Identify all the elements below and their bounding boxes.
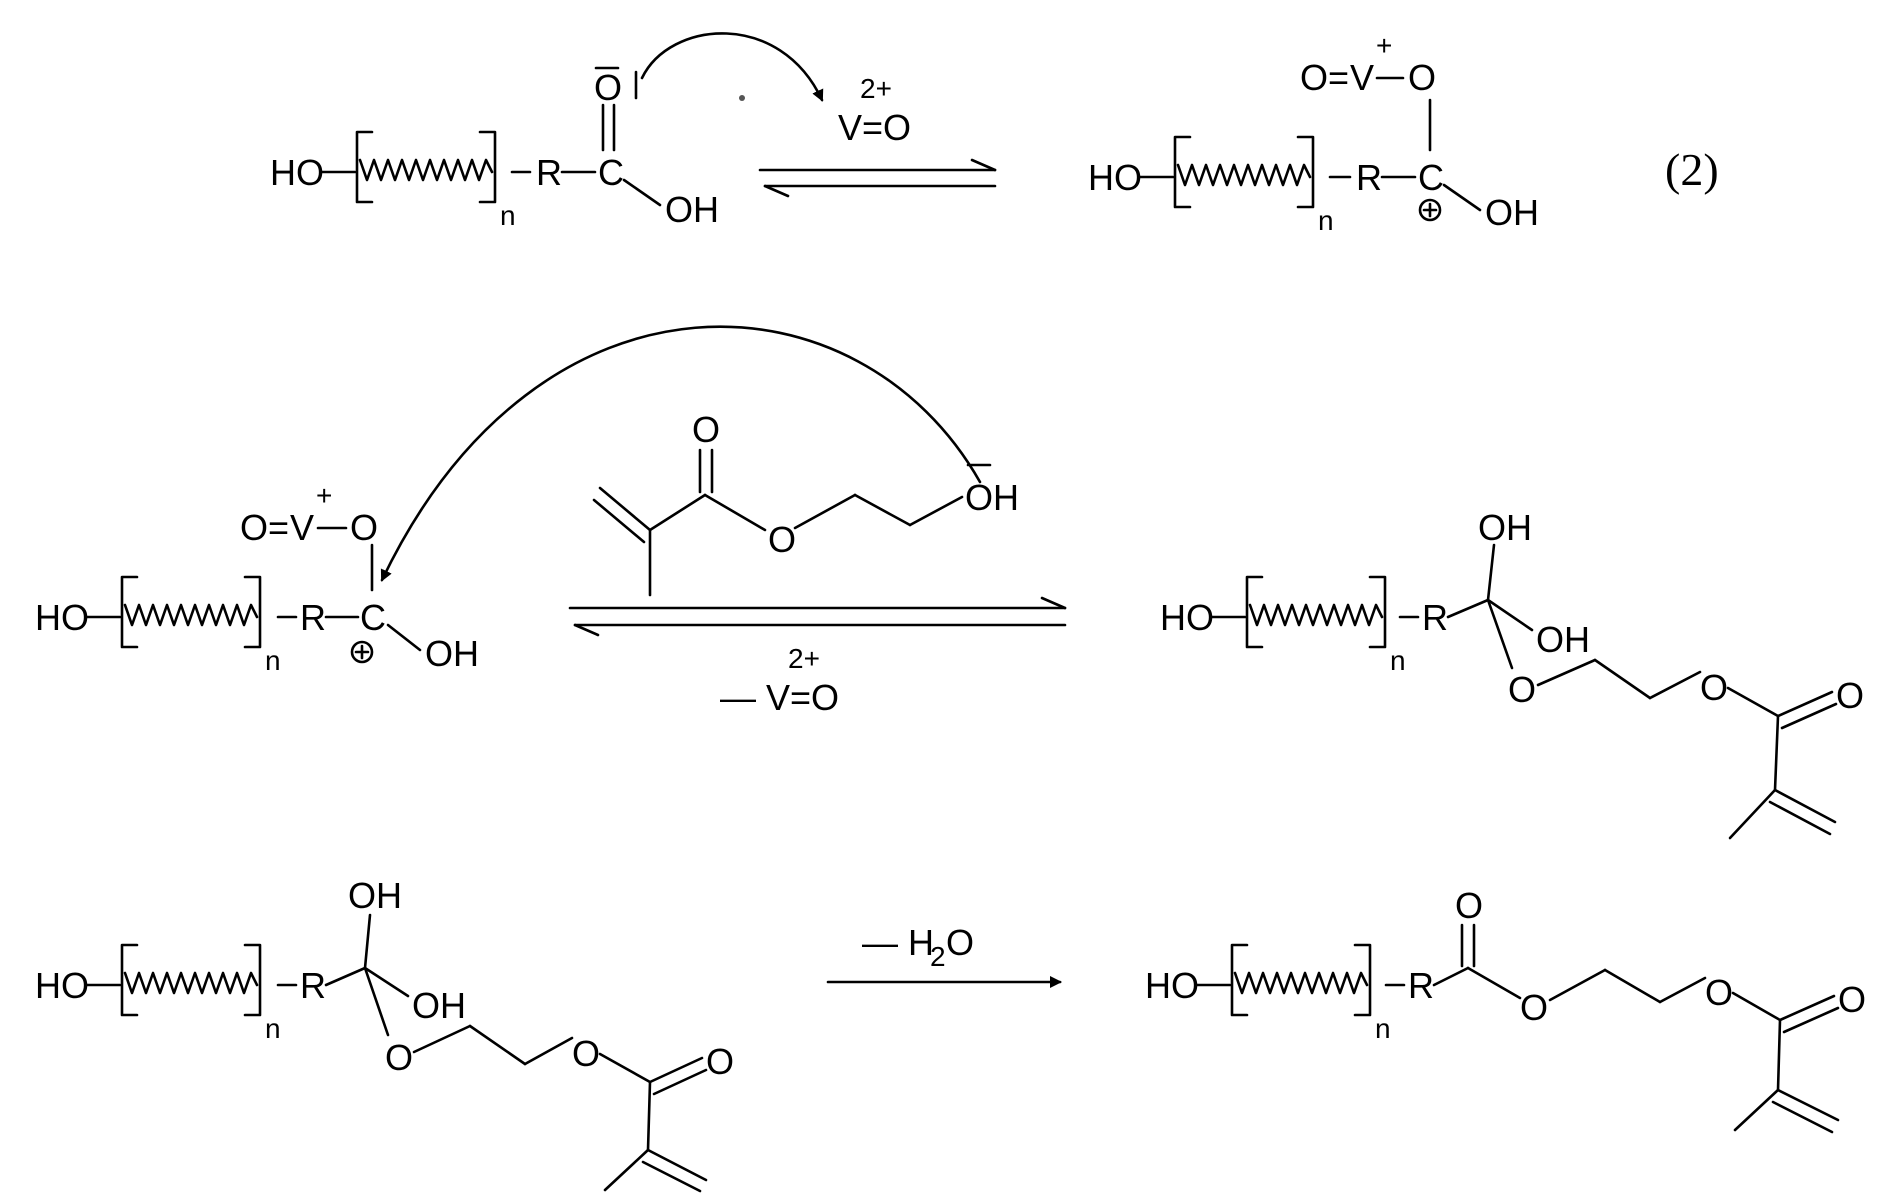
- charge-plus: +: [1376, 30, 1392, 61]
- curved-arrow-coordination: [640, 32, 824, 102]
- row1-reactant: HO n R C O OH 2+ V=O: [270, 32, 911, 231]
- atom-c: C: [1418, 157, 1444, 198]
- atom-r: R: [1356, 157, 1382, 198]
- atom-o: O: [692, 409, 720, 450]
- atom-oh: OH: [665, 189, 719, 230]
- atom-o-eq: O=: [1300, 57, 1349, 98]
- atom-o: O: [1836, 675, 1864, 716]
- atom-r: R: [1408, 965, 1434, 1006]
- atom-o: O: [594, 67, 622, 108]
- atom-o: O: [1705, 972, 1733, 1013]
- equilibrium-arrow-1: [758, 158, 997, 198]
- subscript-n: n: [265, 645, 281, 676]
- positive-charge-icon: [1418, 198, 1442, 222]
- subscript-n: n: [1390, 645, 1406, 676]
- atom-o: O: [768, 519, 796, 560]
- water-subscript: 2: [930, 941, 946, 972]
- charge-label: 2+: [860, 73, 892, 104]
- atom-oh: OH: [965, 477, 1019, 518]
- atom-ho: HO: [270, 152, 324, 193]
- atom-o: O: [1408, 57, 1436, 98]
- atom-ho: HO: [35, 965, 89, 1006]
- atom-o: O: [1838, 979, 1866, 1020]
- subscript-n: n: [500, 200, 516, 231]
- byproduct-water: — H: [862, 922, 934, 963]
- atom-oh: OH: [1478, 507, 1532, 548]
- charge-label: 2+: [788, 643, 820, 674]
- atom-o: O: [572, 1033, 600, 1074]
- atom-r: R: [536, 152, 562, 193]
- atom-v: V: [290, 507, 314, 548]
- atom-oh: OH: [1536, 619, 1590, 660]
- row2-product: HO n R OH OH O O O: [1160, 507, 1864, 840]
- atom-o: O: [1455, 885, 1483, 926]
- charge-plus: +: [316, 480, 332, 511]
- atom-r: R: [300, 965, 326, 1006]
- atom-o-eq: O=: [240, 507, 289, 548]
- atom-o: O: [1700, 667, 1728, 708]
- atom-ho: HO: [35, 597, 89, 638]
- forward-arrow-dehydration: — H 2 O: [826, 922, 1062, 988]
- atom-o: O: [350, 507, 378, 548]
- atom-o: O: [385, 1037, 413, 1078]
- atom-c: C: [598, 152, 624, 193]
- atom-c: C: [360, 597, 386, 638]
- vanadyl-ion: V=O: [838, 107, 911, 148]
- water-oxygen: O: [946, 922, 974, 963]
- equilibrium-arrow-2: 2+ — V=O: [568, 596, 1067, 718]
- subscript-n: n: [265, 1013, 281, 1044]
- equation-label: (2): [1665, 144, 1719, 195]
- row2-reactant: HO n R C O O= V + OH: [35, 325, 982, 676]
- atom-o: O: [706, 1041, 734, 1082]
- byproduct-vanadyl: — V=O: [720, 677, 839, 718]
- atom-ho: HO: [1160, 597, 1214, 638]
- polymer-bracket: [355, 130, 374, 204]
- atom-oh: OH: [348, 875, 402, 916]
- subscript-n: n: [1318, 205, 1334, 236]
- atom-o: O: [1520, 987, 1548, 1028]
- hema-reagent: O O OH: [592, 409, 1019, 597]
- positive-charge-icon: [350, 640, 374, 664]
- row1-product: HO n R C O O= V + OH: [1088, 30, 1539, 236]
- atom-oh: OH: [1485, 192, 1539, 233]
- atom-r: R: [1422, 597, 1448, 638]
- polymer-zigzag: [358, 158, 494, 182]
- subscript-n: n: [1375, 1013, 1391, 1044]
- atom-oh: OH: [425, 633, 479, 674]
- atom-v: V: [1350, 57, 1374, 98]
- atom-r: R: [300, 597, 326, 638]
- atom-ho: HO: [1145, 965, 1199, 1006]
- curved-arrow-attack: [380, 325, 982, 582]
- row3-product: HO n R O O O O: [1145, 885, 1866, 1134]
- row3-reactant: HO n R OH OH O O O: [35, 875, 734, 1193]
- atom-oh: OH: [412, 985, 466, 1026]
- atom-o: O: [1508, 669, 1536, 710]
- atom-ho: HO: [1088, 157, 1142, 198]
